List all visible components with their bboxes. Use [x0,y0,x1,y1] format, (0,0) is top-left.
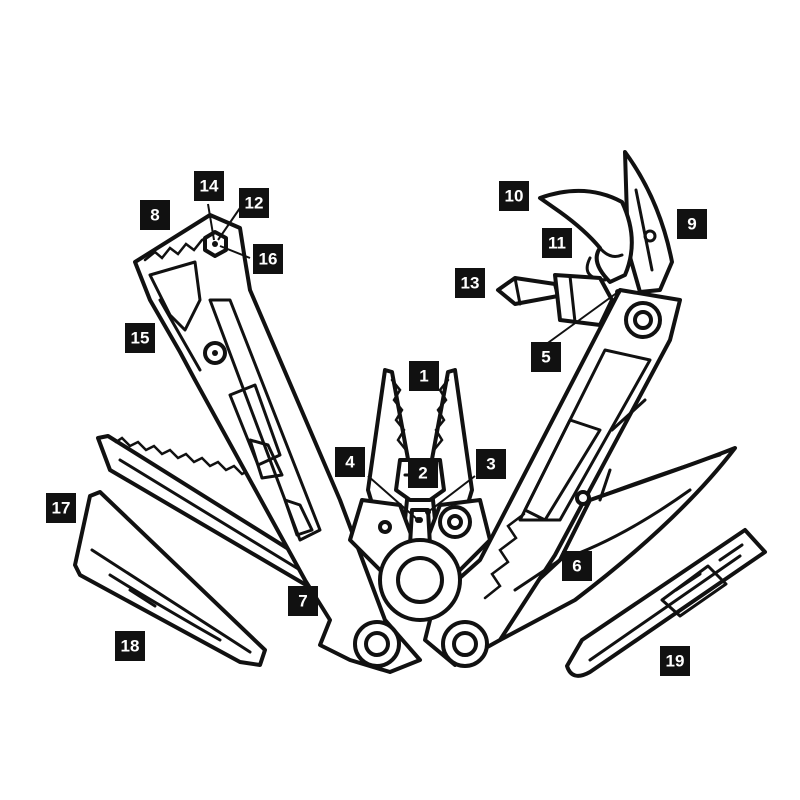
callout-3-label: 3 [486,455,495,474]
sheath-clip [565,528,767,678]
callout-18: 18 [115,631,145,661]
callout-15-label: 15 [131,329,150,348]
callout-7: 7 [288,586,318,616]
callout-6-label: 6 [572,557,581,576]
callout-10-label: 10 [505,187,524,206]
callout-7-label: 7 [298,592,307,611]
callout-2: 2 [408,458,438,488]
callout-2-label: 2 [418,464,427,483]
callout-12: 12 [239,188,269,218]
callout-5: 5 [531,342,561,372]
left-handle [133,213,422,674]
callout-4-label: 4 [345,453,355,472]
callout-12-label: 12 [245,194,264,213]
callout-19: 19 [660,646,690,676]
callout-9-label: 9 [687,215,696,234]
callout-18-label: 18 [121,637,140,656]
callout-19-label: 19 [666,652,685,671]
callout-14-label: 14 [200,177,219,196]
callout-8-label: 8 [150,206,159,225]
bottom-right-pivot [441,620,489,668]
callout-11: 11 [542,228,572,258]
callout-16-label: 16 [259,250,278,269]
callout-9: 9 [677,209,707,239]
serrated-knife [623,150,674,294]
bit-driver [496,273,614,327]
right-pivot [624,301,662,339]
center-pivot [378,538,462,622]
callout-5-label: 5 [541,348,550,367]
callout-15: 15 [125,323,155,353]
right-handle [423,288,682,667]
callout-16: 16 [253,244,283,274]
callout-17: 17 [46,493,76,523]
hex-bit [203,230,228,258]
callout-11-label: 11 [548,234,566,253]
callout-13: 13 [455,268,485,298]
callout-14: 14 [194,171,224,201]
callout-1: 1 [409,361,439,391]
file-tool [73,490,267,667]
leader-lines [207,203,621,523]
callout-10: 10 [499,181,529,211]
callout-8: 8 [140,200,170,230]
callout-6: 6 [562,551,592,581]
callout-17-label: 17 [52,499,71,518]
callout-13-label: 13 [461,274,480,293]
callout-1-label: 1 [419,367,428,386]
callout-3: 3 [476,449,506,479]
callout-4: 4 [335,447,365,477]
bottom-left-pivot [353,620,401,668]
